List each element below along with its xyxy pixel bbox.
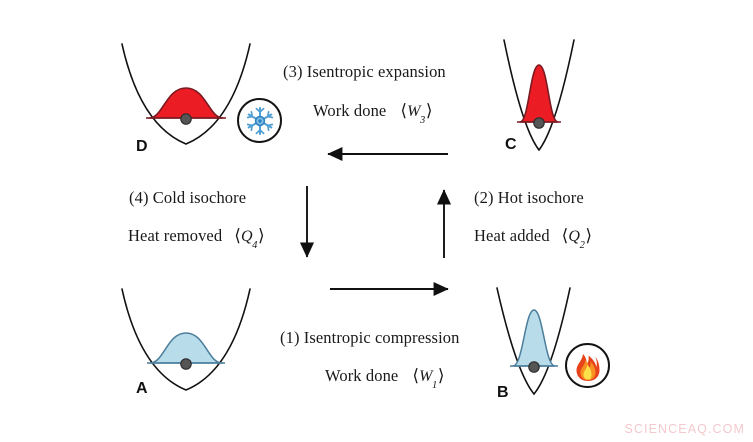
step4-line1: (4) Cold isochore bbox=[129, 188, 247, 207]
step3-line1: (3) Isentropic expansion bbox=[283, 62, 446, 81]
node-D-particle bbox=[180, 113, 192, 125]
node-label-D: D bbox=[136, 138, 148, 155]
step1-line2: Work done ⟨W1⟩ bbox=[325, 366, 445, 392]
flame-icon bbox=[576, 353, 599, 381]
step4-quantity-symbol: Q bbox=[240, 228, 253, 245]
node-label-C: C bbox=[505, 136, 517, 153]
node-B-well-curve bbox=[496, 287, 571, 396]
step4-heat-removed-text: Heat removed bbox=[128, 226, 223, 245]
node-C-group bbox=[503, 39, 575, 152]
node-label-A: A bbox=[136, 380, 148, 397]
step2-bracket-close: ⟩ bbox=[585, 226, 593, 245]
node-A-group bbox=[121, 288, 251, 391]
step2-quantity-symbol: Q bbox=[568, 228, 581, 245]
step3-line2: Work done ⟨W3⟩ bbox=[313, 101, 433, 127]
node-B-group bbox=[496, 287, 571, 396]
step3-quantity-symbol: W bbox=[407, 103, 421, 120]
watermark: SCIENCEAQ.COM bbox=[624, 422, 745, 436]
step2-line2: Heat added ⟨Q2⟩ bbox=[474, 226, 593, 252]
step1-quantity-symbol: W bbox=[419, 368, 433, 385]
step3-quantity-subscript: 3 bbox=[420, 115, 426, 127]
node-C-particle bbox=[533, 117, 545, 129]
step1-quantity-subscript: 1 bbox=[432, 380, 438, 392]
node-B-distribution bbox=[512, 309, 556, 367]
hot-bath-badge bbox=[565, 343, 610, 388]
cold-bath-badge bbox=[237, 98, 282, 143]
node-A-well-curve bbox=[121, 288, 251, 391]
step2-quantity-subscript: 2 bbox=[579, 240, 585, 252]
step2-line1: (2) Hot isochore bbox=[474, 188, 584, 207]
step1-bracket-open: ⟨ bbox=[412, 366, 420, 385]
step4-bracket-open: ⟨ bbox=[234, 226, 241, 245]
node-label-B: B bbox=[497, 384, 509, 401]
step3-bracket-close: ⟩ bbox=[425, 101, 433, 120]
step3-work-done-text: Work done bbox=[313, 101, 387, 120]
node-D-well-curve bbox=[121, 43, 251, 145]
step4-line2: Heat removed ⟨Q4⟩ bbox=[128, 226, 265, 252]
step3-bracket-open: ⟨ bbox=[400, 101, 408, 120]
node-D-group bbox=[121, 43, 251, 145]
step1-work-done-text: Work done bbox=[325, 366, 399, 385]
step1-bracket-close: ⟩ bbox=[437, 366, 445, 385]
step2-heat-added-text: Heat added bbox=[474, 226, 550, 245]
node-B-particle bbox=[528, 361, 540, 373]
step4-quantity-subscript: 4 bbox=[252, 240, 258, 252]
step1-line1: (1) Isentropic compression bbox=[280, 328, 460, 347]
step2-bracket-open: ⟨ bbox=[561, 226, 569, 245]
node-A-distribution bbox=[149, 332, 223, 364]
node-D-distribution bbox=[148, 87, 224, 119]
node-C-well-curve bbox=[503, 39, 575, 152]
snowflake-icon bbox=[246, 106, 273, 135]
node-C-distribution bbox=[519, 64, 559, 123]
step4-bracket-close: ⟩ bbox=[257, 226, 265, 245]
node-A-particle bbox=[180, 358, 192, 370]
